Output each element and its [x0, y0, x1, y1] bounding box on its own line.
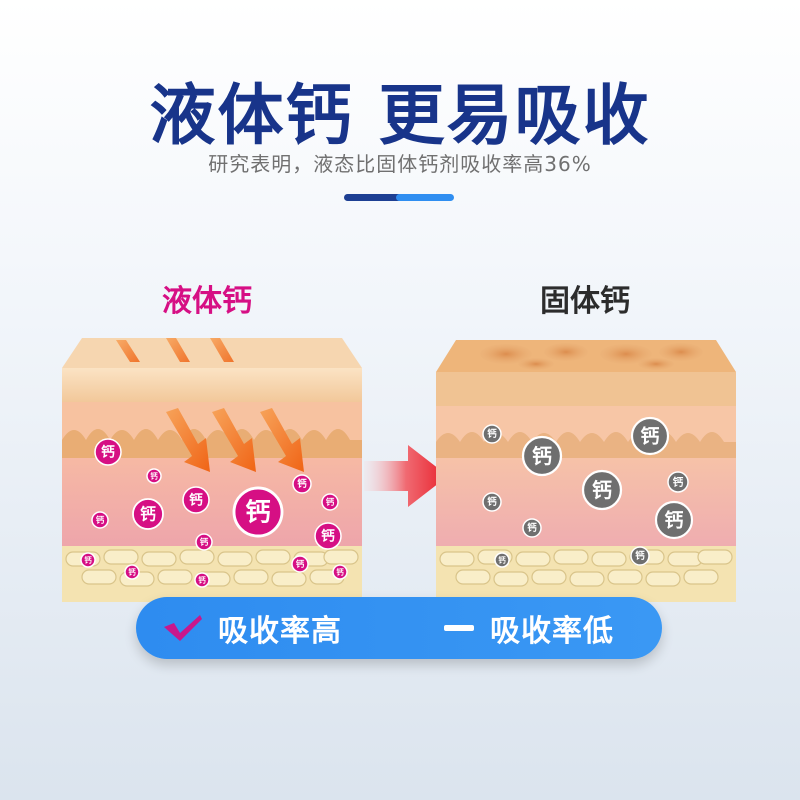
calcium-particle [522, 518, 542, 538]
penetration-arrows-top [116, 338, 234, 362]
red-arrow-icon [364, 445, 448, 507]
calcium-particle-label: 钙 [336, 568, 344, 577]
calcium-particle [91, 511, 109, 529]
dash-icon [444, 625, 474, 631]
calcium-particle [132, 498, 164, 530]
dermis-layer [62, 458, 362, 546]
accent-bar-light [396, 194, 454, 201]
calcium-particle-label: 钙 [200, 537, 209, 547]
calcium-particle-label: 钙 [296, 559, 305, 569]
epidermis-layer [62, 368, 362, 402]
liquid-calcium-label: 液体钙 [162, 284, 252, 319]
calcium-particle-label: 钙 [140, 504, 156, 523]
calcium-particle-label: 钙 [128, 568, 136, 577]
calcium-particle-label: 钙 [641, 424, 660, 447]
calcium-particle [482, 492, 502, 512]
calcium-particle-label: 钙 [487, 428, 497, 440]
solid-calcium-skin-illustration: 钙钙钙钙钙钙钙钙钙钙 [436, 340, 736, 602]
calcium-particle-label: 钙 [150, 472, 158, 481]
calcium-particle-label: 钙 [532, 444, 552, 468]
calcium-particle [667, 471, 689, 493]
epidermis-layer [436, 372, 736, 406]
calcium-particle [292, 474, 312, 494]
calcium-particle-label: 钙 [84, 556, 92, 565]
calcium-particle [494, 552, 510, 568]
calcium-particle [182, 486, 210, 514]
accent-bar-dark [344, 194, 402, 201]
calcium-particle [654, 500, 694, 540]
calcium-particle [630, 416, 670, 456]
calcium-particle [314, 522, 342, 550]
check-icon [164, 615, 202, 641]
calcium-particle-label: 钙 [487, 496, 497, 508]
page-title: 液体钙 更易吸收 [149, 77, 651, 154]
calcium-particle [124, 564, 140, 580]
calcium-particle [194, 572, 210, 588]
solid-calcium-label: 固体钙 [540, 284, 630, 319]
calcium-particle [581, 469, 623, 511]
calcium-particle-label: 钙 [101, 444, 115, 461]
solid-calcium-particles: 钙钙钙钙钙钙钙钙钙钙 [482, 416, 694, 568]
calcium-particle-label: 钙 [96, 515, 105, 525]
calcium-particle [291, 555, 309, 573]
skin-top-surface [62, 338, 362, 368]
calcium-particle [521, 435, 563, 477]
calcium-particle [94, 438, 122, 466]
calcium-particle [321, 493, 339, 511]
calcium-particle-label: 钙 [673, 476, 684, 489]
calcium-particle-label: 钙 [326, 497, 335, 507]
low-absorption-item: 吸收率低 [444, 597, 614, 659]
calcium-particle [80, 552, 96, 568]
high-absorption-label: 吸收率高 [218, 614, 342, 649]
calcium-particle-label: 钙 [297, 478, 307, 490]
calcium-particle [146, 468, 162, 484]
calcium-particle-label: 钙 [189, 492, 203, 509]
high-absorption-item: 吸收率高 [162, 597, 342, 659]
calcium-particle-label: 钙 [321, 528, 335, 545]
calcium-particle-label: 钙 [498, 556, 506, 565]
low-absorption-label: 吸收率低 [490, 614, 614, 649]
calcium-particle [332, 564, 348, 580]
calcium-particle [482, 424, 502, 444]
calcium-particle-label: 钙 [635, 550, 645, 562]
calcium-particle-label: 钙 [527, 522, 537, 534]
absorption-result-bar: 吸收率高 吸收率低 [136, 597, 662, 659]
calcium-particle-label: 钙 [592, 478, 612, 502]
liquid-calcium-particles: 钙钙钙钙钙钙钙钙钙钙钙钙钙钙钙 [80, 438, 348, 588]
calcium-particle [232, 486, 284, 538]
liquid-calcium-skin-illustration: 钙钙钙钙钙钙钙钙钙钙钙钙钙钙钙 [62, 338, 362, 602]
penetration-arrows [166, 408, 304, 472]
calcium-particle [195, 533, 213, 551]
calcium-particle-label: 钙 [245, 498, 270, 527]
calcium-particle-label: 钙 [198, 576, 206, 585]
calcium-particle-label: 钙 [665, 508, 684, 531]
calcium-particle [630, 546, 650, 566]
page-subtitle: 研究表明，液态比固体钙剂吸收率高36% [208, 152, 592, 176]
